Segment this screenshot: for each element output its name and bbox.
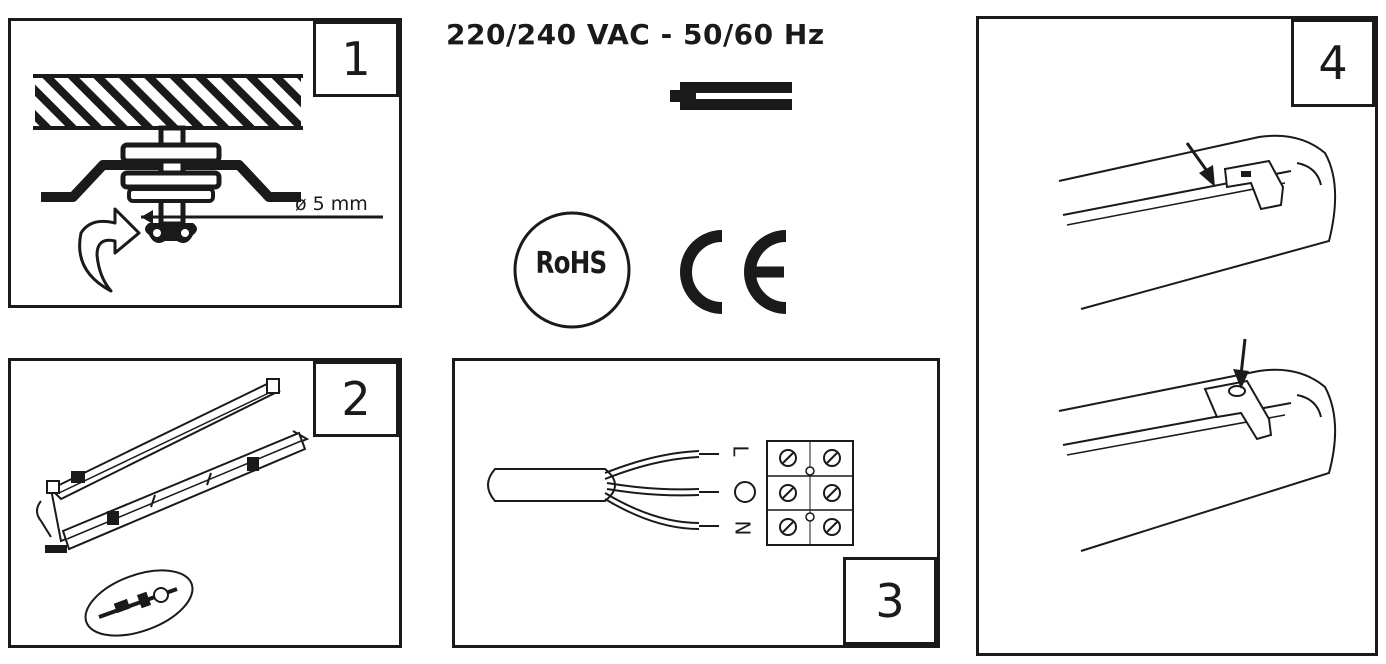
luminaire-upper — [1058, 134, 1337, 310]
step-number-1: 1 — [313, 21, 399, 97]
panel-wiring: L N 3 — [452, 358, 940, 648]
ceiling-mount-illustration — [33, 74, 383, 293]
diameter-annotation: ø 5 mm — [295, 193, 368, 215]
double-insulation-icon — [670, 82, 792, 110]
clip-closing-illustration — [1058, 134, 1337, 552]
terminal-label-neutral: N — [730, 520, 755, 536]
wiring-illustration — [487, 440, 854, 546]
step-number-2: 2 — [313, 361, 399, 437]
luminaire-lower — [1058, 338, 1337, 552]
rohs-label: RoHS — [535, 246, 608, 281]
luminaire-housing-illustration — [36, 378, 310, 637]
step-number-4: 4 — [1291, 19, 1375, 107]
step-number-3: 3 — [843, 557, 937, 645]
terminal-label-live: L — [728, 445, 753, 457]
voltage-rating: 220/240 VAC - 50/60 Hz — [446, 18, 825, 51]
panel-ceiling-mounting: ø 5 mm 1 — [8, 18, 402, 308]
rohs-seal-icon — [513, 211, 631, 329]
panel-luminaire-housing: 2 — [8, 358, 402, 648]
panel-clip-closing: 4 — [976, 16, 1378, 656]
ce-mark-icon — [680, 230, 787, 314]
